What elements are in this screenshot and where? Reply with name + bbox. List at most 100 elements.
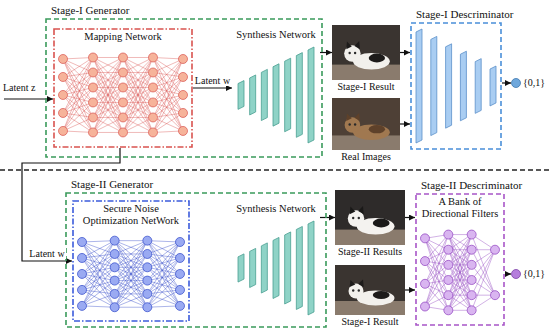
layer-slab xyxy=(273,64,279,126)
nn-unit xyxy=(78,238,87,247)
box-outline xyxy=(410,22,502,150)
layer-slab xyxy=(431,36,437,135)
nn-unit xyxy=(119,128,128,137)
layer-slab xyxy=(285,232,291,304)
box-border xyxy=(416,194,504,325)
nn-unit xyxy=(467,306,476,315)
group-title: Stage-I Descriminator xyxy=(416,8,513,21)
photo-ground xyxy=(332,25,400,80)
nn-link xyxy=(115,241,148,294)
filter-note: A Bank of Directional Filters xyxy=(418,196,502,220)
connector xyxy=(400,52,410,53)
illustration xyxy=(234,43,318,147)
edge-label: Latent w xyxy=(28,248,65,260)
nn-link xyxy=(147,254,180,306)
stage-divider xyxy=(0,169,550,171)
layer-slab xyxy=(261,243,267,293)
nn-unit xyxy=(59,55,68,64)
image-caption: Stage-II Results xyxy=(338,246,402,258)
cat-ear xyxy=(354,113,359,121)
layer-slab xyxy=(416,29,422,143)
nn-link xyxy=(82,241,115,258)
nn-link xyxy=(115,241,148,308)
nn-link xyxy=(472,250,495,295)
nn-link xyxy=(123,58,153,103)
nn-link xyxy=(82,267,115,306)
layer-slab xyxy=(285,58,291,132)
output-dot xyxy=(512,79,521,88)
cat-ear xyxy=(358,280,364,288)
nn-link xyxy=(115,241,148,254)
cat-eye xyxy=(354,123,356,125)
illustration xyxy=(511,77,521,89)
edge-label: Latent w xyxy=(194,75,231,87)
nn-unit xyxy=(143,303,152,312)
nn-link xyxy=(93,58,123,133)
box-outline xyxy=(53,28,193,148)
output-node: {0,1} xyxy=(511,77,547,89)
nn-unit xyxy=(421,257,430,266)
layer-slab xyxy=(273,238,279,299)
output-dot xyxy=(512,270,521,279)
group-title: Stage-I Generator xyxy=(51,4,130,17)
photo xyxy=(335,190,405,245)
nn-unit xyxy=(110,263,119,272)
nn-link xyxy=(82,281,115,306)
nn-unit xyxy=(444,260,453,269)
nn-unit xyxy=(176,302,185,311)
nn-unit xyxy=(179,91,188,100)
nn-unit xyxy=(89,68,98,77)
synthesis-block: Synthesis Network xyxy=(232,26,320,150)
nn-link xyxy=(115,294,148,307)
output-node: {0,1} xyxy=(511,268,547,280)
cat-ear xyxy=(358,206,364,214)
nn-link xyxy=(93,58,123,73)
nn-link xyxy=(472,250,495,295)
nn-link xyxy=(115,281,148,308)
box-border xyxy=(54,29,192,147)
nn-link xyxy=(115,241,148,254)
nn-unit xyxy=(176,286,185,295)
nn-unit xyxy=(119,98,128,107)
layer-slab xyxy=(238,81,244,110)
nn-link xyxy=(115,241,148,281)
group-title: Stage-II Descriminator xyxy=(421,179,522,192)
image-caption: Real Images xyxy=(341,151,391,163)
layer-slab xyxy=(261,69,267,120)
illustration xyxy=(234,217,318,319)
nn-unit xyxy=(110,236,119,245)
output-value: {0,1} xyxy=(523,77,545,89)
photo-ground xyxy=(335,190,405,245)
nn-link xyxy=(115,254,148,307)
nn-link xyxy=(115,241,148,268)
nn-unit xyxy=(491,291,500,300)
nn-link xyxy=(123,58,153,73)
nn-link xyxy=(82,258,115,294)
layer-slab xyxy=(250,248,256,287)
nn-link xyxy=(115,267,148,307)
box-border xyxy=(73,201,189,321)
network-title: Synthesis Network xyxy=(235,29,317,41)
nn-unit xyxy=(176,238,185,247)
cat-ear xyxy=(350,280,356,287)
nn-link xyxy=(115,254,148,307)
layer-slab xyxy=(446,44,452,128)
layer-slab xyxy=(308,221,314,315)
nn-unit xyxy=(110,250,119,259)
nn-link xyxy=(147,258,180,267)
nn-link xyxy=(115,267,148,307)
nn-unit xyxy=(59,109,68,118)
nn-unit xyxy=(149,68,158,77)
nn-link xyxy=(147,242,180,294)
nn-link xyxy=(82,274,115,307)
nn-unit xyxy=(89,98,98,107)
connector xyxy=(320,52,332,53)
nn-link xyxy=(147,274,180,307)
nn-unit xyxy=(59,73,68,82)
group-title: Stage-II Generator xyxy=(71,178,153,191)
layer-slab xyxy=(238,254,244,282)
nn-unit xyxy=(444,291,453,300)
cat-eye xyxy=(352,217,354,219)
nn-unit xyxy=(179,55,188,64)
nn-link xyxy=(147,258,180,307)
